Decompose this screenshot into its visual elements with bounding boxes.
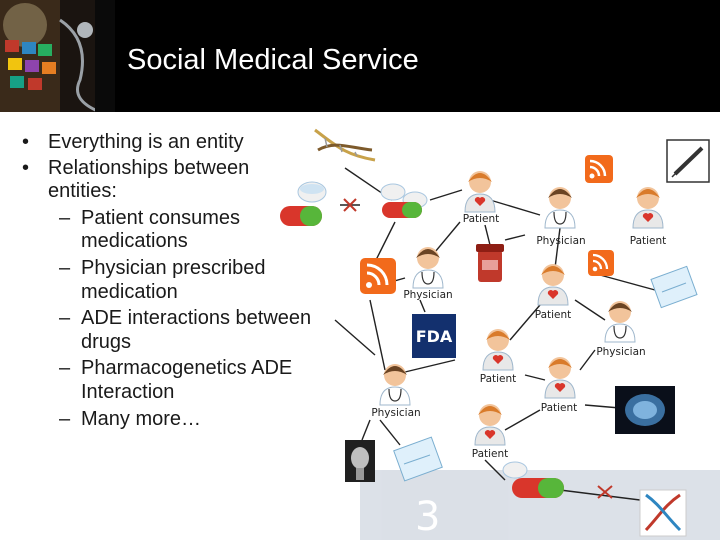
sub-bullet-item: –Physician prescribed medication bbox=[18, 257, 311, 304]
sub-bullet-item: –ADE interactions between drugs bbox=[18, 307, 341, 354]
bullet-marker: • bbox=[22, 156, 30, 179]
bullet-text: Relationships between entities: bbox=[48, 156, 250, 203]
edge-patient4-physician3 bbox=[404, 359, 456, 373]
ade-cross-icon bbox=[343, 198, 357, 212]
node-label: Patient bbox=[480, 373, 517, 385]
sub-bullet-item: –Patient consumes medications bbox=[18, 207, 291, 254]
node-label: Physician bbox=[596, 346, 645, 358]
patient-icon bbox=[544, 357, 576, 399]
node-label: Patient bbox=[630, 235, 667, 247]
edge-patient-medicine bbox=[484, 224, 491, 246]
node-label: Patient bbox=[541, 402, 578, 414]
edge-physician3-clipboard bbox=[379, 419, 401, 446]
edge-physician-fda bbox=[419, 299, 426, 313]
xray-icon bbox=[345, 440, 375, 482]
node-label: Physician bbox=[403, 289, 452, 301]
sub-bullet-text: Patient consumes medications bbox=[81, 206, 240, 253]
patient-icon bbox=[464, 171, 496, 213]
ade-cross-icon bbox=[597, 485, 613, 499]
pills-icon bbox=[280, 181, 327, 226]
edge-pills-patient bbox=[429, 189, 463, 201]
clipboard-icon bbox=[393, 436, 443, 482]
edge-patient5-patient6 bbox=[504, 409, 541, 431]
bullet-item: • Relationships between entities: bbox=[18, 157, 288, 204]
slide-title: Social Medical Service bbox=[127, 44, 419, 76]
dna-icon bbox=[314, 128, 376, 162]
sub-bullet-text: ADE interactions between drugs bbox=[81, 307, 312, 353]
sub-bullet-text: Pharmacogenetics ADE Interaction bbox=[81, 357, 293, 403]
sub-bullet-marker: – bbox=[59, 407, 71, 430]
brain-mri-icon bbox=[615, 386, 675, 434]
edge-physician4-patient5 bbox=[579, 349, 596, 371]
patient-icon bbox=[632, 187, 664, 229]
syringe-icon bbox=[666, 139, 710, 183]
rss-icon bbox=[360, 258, 396, 294]
node-label: Physician bbox=[371, 407, 420, 419]
patient-icon bbox=[482, 329, 514, 371]
bullet-text: Everything is an entity bbox=[48, 131, 244, 153]
fda-logo-icon: FDA bbox=[412, 314, 456, 358]
sub-bullet-marker: – bbox=[59, 206, 71, 229]
sub-bullet-marker: – bbox=[59, 357, 71, 380]
svg-text:FDA: FDA bbox=[416, 327, 453, 346]
medicine-bottle-icon bbox=[476, 244, 504, 282]
edge-rss-clipboard bbox=[599, 274, 656, 291]
svg-text:3: 3 bbox=[415, 494, 440, 540]
edge-patient-physician bbox=[489, 199, 541, 216]
edge-patient6-pills bbox=[484, 459, 506, 481]
physician-icon bbox=[412, 247, 444, 289]
title-bar: Social Medical Service bbox=[0, 0, 720, 112]
edge-physician-patient3 bbox=[554, 227, 561, 269]
bullet-list: • Everything is an entity • Relationships b… bbox=[18, 131, 348, 431]
edge-short-1 bbox=[504, 234, 526, 241]
sub-bullet-marker: – bbox=[59, 256, 71, 279]
node-label: Patient bbox=[472, 448, 509, 460]
medicine-collage-image bbox=[0, 0, 115, 112]
edge-patient3-physician4 bbox=[574, 299, 606, 321]
sub-bullet-text: Many more… bbox=[81, 407, 202, 430]
edge-patient3-patient4 bbox=[509, 304, 541, 341]
sub-bullet-item: –Many more… bbox=[18, 408, 321, 432]
edge-patient4-patient5 bbox=[524, 374, 546, 381]
edge-patient5-mri bbox=[584, 404, 621, 409]
node-label: Patient bbox=[535, 309, 572, 321]
edge-physician3-xray bbox=[361, 419, 371, 441]
patient-icon bbox=[474, 404, 506, 446]
rss-icon bbox=[585, 155, 613, 183]
clipboard-icon bbox=[650, 265, 698, 309]
dna-icon bbox=[639, 489, 687, 537]
patient-icon bbox=[537, 264, 569, 306]
bullet-marker: • bbox=[22, 131, 30, 153]
sub-bullet-marker: – bbox=[59, 307, 71, 330]
rss-icon bbox=[588, 250, 614, 276]
edge-left-vertical bbox=[369, 299, 386, 371]
physician-icon bbox=[379, 364, 411, 406]
sub-bullet-text: Physician prescribed medication bbox=[81, 256, 266, 303]
physician-icon bbox=[604, 301, 636, 343]
edge-pills-rss bbox=[374, 221, 396, 263]
pills-icon bbox=[380, 183, 428, 218]
physician-icon bbox=[544, 187, 576, 229]
node-label: Patient bbox=[463, 213, 500, 225]
pills-icon bbox=[502, 461, 564, 498]
node-label: Physician bbox=[536, 235, 585, 247]
bullet-item: • Everything is an entity bbox=[18, 131, 348, 155]
edge-rss-physician3 bbox=[334, 319, 376, 356]
sub-bullet-item: –Pharmacogenetics ADE Interaction bbox=[18, 357, 331, 404]
